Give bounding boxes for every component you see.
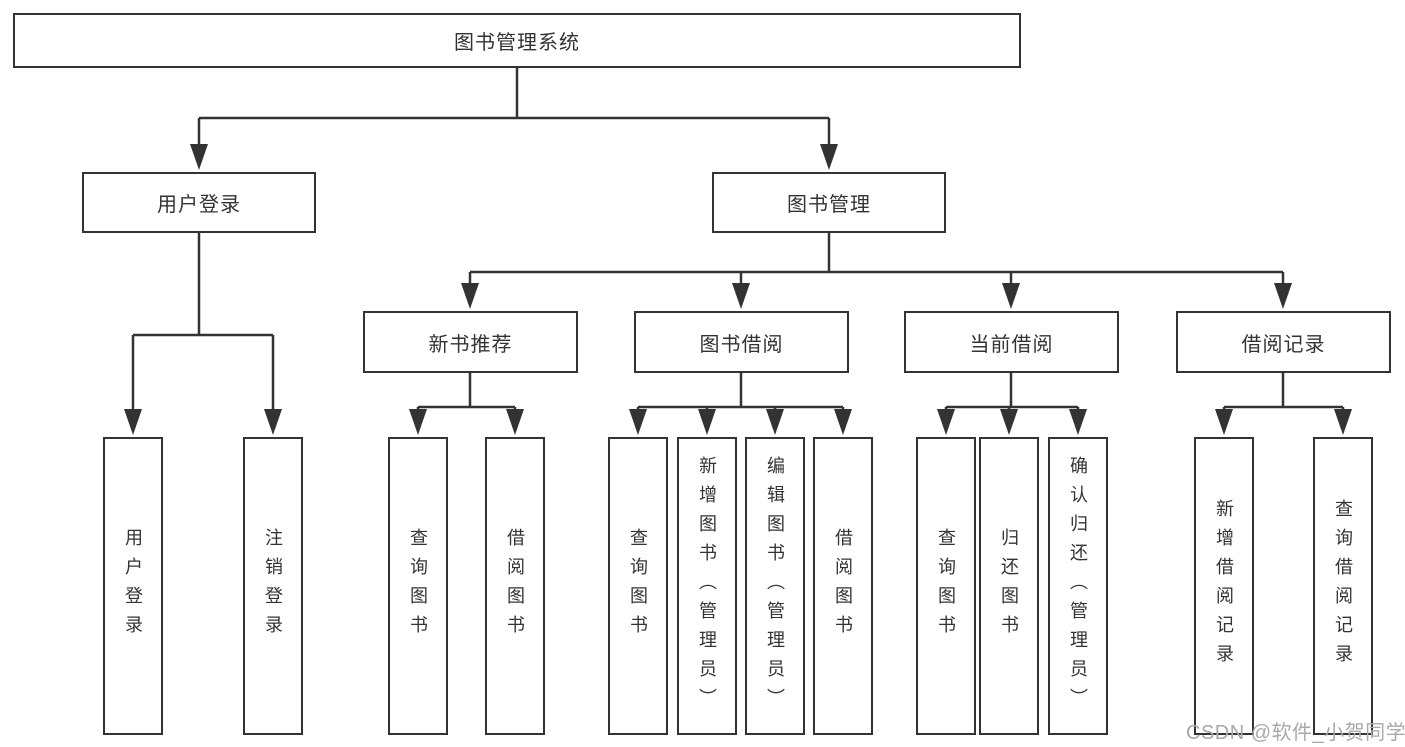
- arrowhead-down-icon: [766, 409, 784, 435]
- node-label: 新增借阅记录: [1214, 499, 1234, 673]
- arrowhead-down-icon: [264, 409, 282, 435]
- leaf-cb-confirm-return-admin: 确认归还（管理员）: [1048, 437, 1108, 735]
- arrowhead-down-icon: [409, 409, 427, 435]
- node-current-borrowing: 当前借阅: [904, 311, 1119, 373]
- node-label: 查询借阅记录: [1333, 499, 1353, 673]
- arrowhead-down-icon: [698, 409, 716, 435]
- leaf-br-add-record: 新增借阅记录: [1194, 437, 1254, 735]
- arrowhead-down-icon: [1000, 409, 1018, 435]
- leaf-nbr-query-books: 查询图书: [388, 437, 448, 735]
- node-label: 编辑图书（管理员）: [765, 455, 785, 717]
- node-label: 借阅图书: [833, 528, 853, 644]
- leaf-bb-borrow-books: 借阅图书: [813, 437, 873, 735]
- arrowhead-down-icon: [1215, 409, 1233, 435]
- arrowhead-down-icon: [461, 283, 479, 309]
- leaf-bb-add-books-admin: 新增图书（管理员）: [677, 437, 737, 735]
- node-label: 图书管理系统: [454, 32, 580, 54]
- node-borrowing-records: 借阅记录: [1176, 311, 1391, 373]
- node-label: 新书推荐: [428, 333, 513, 356]
- arrowhead-down-icon: [1274, 283, 1292, 309]
- arrowhead-down-icon: [1002, 283, 1020, 309]
- node-label: 借阅记录: [1241, 333, 1326, 356]
- node-label: 用户登录: [157, 194, 241, 216]
- csdn-watermark: CSDN @软件_小贺同学: [1186, 722, 1405, 744]
- node-label: 用户登录: [123, 528, 143, 644]
- node-library-management-system: 图书管理系统: [13, 13, 1021, 68]
- node-label: 借阅图书: [505, 528, 525, 644]
- node-label: 当前借阅: [969, 333, 1054, 356]
- arrowhead-down-icon: [190, 144, 208, 170]
- node-book-borrowing: 图书借阅: [634, 311, 849, 373]
- arrowhead-down-icon: [1069, 409, 1087, 435]
- node-label: 查询图书: [408, 528, 428, 644]
- leaf-bb-query-books: 查询图书: [608, 437, 668, 735]
- leaf-br-query-record: 查询借阅记录: [1313, 437, 1373, 735]
- arrowhead-down-icon: [124, 409, 142, 435]
- arrowhead-down-icon: [732, 283, 750, 309]
- leaf-cb-query-books: 查询图书: [916, 437, 976, 735]
- node-book-management: 图书管理: [712, 172, 946, 233]
- arrowhead-down-icon: [937, 409, 955, 435]
- leaf-bb-edit-books-admin: 编辑图书（管理员）: [745, 437, 805, 735]
- node-label: 新增图书（管理员）: [697, 455, 717, 717]
- leaf-nbr-borrow-books: 借阅图书: [485, 437, 545, 735]
- arrowhead-down-icon: [1334, 409, 1352, 435]
- node-label: 图书借阅: [699, 333, 784, 356]
- node-label: 查询图书: [936, 528, 956, 644]
- node-label: 确认归还（管理员）: [1068, 455, 1088, 717]
- node-label: 查询图书: [628, 528, 648, 644]
- arrowhead-down-icon: [506, 409, 524, 435]
- arrowhead-down-icon: [820, 144, 838, 170]
- node-label: 归还图书: [999, 528, 1019, 644]
- arrowhead-down-icon: [834, 409, 852, 435]
- leaf-cb-return-books: 归还图书: [979, 437, 1039, 735]
- node-new-book-recommend: 新书推荐: [363, 311, 578, 373]
- node-user-login: 用户登录: [82, 172, 316, 233]
- leaf-logout: 注销登录: [243, 437, 303, 735]
- node-label: 注销登录: [263, 528, 283, 644]
- arrowhead-down-icon: [629, 409, 647, 435]
- leaf-user-login: 用户登录: [103, 437, 163, 735]
- node-label: 图书管理: [787, 194, 871, 216]
